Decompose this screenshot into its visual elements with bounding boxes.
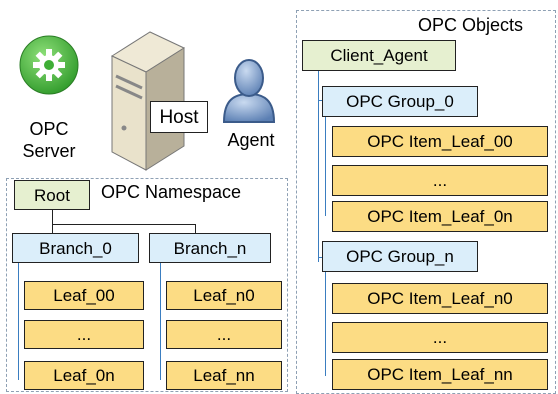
connector — [18, 262, 20, 380]
opc-item-node: OPC Item_Leaf_n0 — [332, 283, 548, 314]
connector — [318, 70, 320, 262]
opc-server-label: OPC Server — [22, 119, 76, 161]
connector — [195, 224, 197, 234]
connector — [52, 224, 54, 234]
leaf-node: ... — [166, 320, 282, 349]
host-label: Host — [150, 101, 208, 133]
branch-n-node: Branch_n — [149, 233, 271, 263]
leaf-node: Leaf_0n — [24, 361, 144, 390]
leaf-node: Leaf_nn — [166, 361, 282, 390]
host-server-icon — [104, 28, 186, 173]
agent-label: Agent — [227, 130, 275, 150]
opc-item-node: OPC Item_Leaf_00 — [332, 126, 548, 157]
leaf-node: Leaf_00 — [24, 281, 144, 310]
connector — [325, 116, 327, 216]
connector — [160, 262, 162, 380]
connector — [325, 272, 327, 376]
client-agent-node: Client_Agent — [302, 40, 456, 71]
opc-server-icon — [18, 34, 80, 96]
branch-0-node: Branch_0 — [12, 233, 139, 263]
leaf-node: Leaf_n0 — [166, 281, 282, 310]
objects-title: OPC Objects — [418, 15, 524, 35]
root-node: Root — [14, 180, 90, 210]
opc-group-n-node: OPC Group_n — [322, 241, 478, 272]
opc-item-node: OPC Item_Leaf_nn — [332, 359, 548, 390]
opc-item-node: OPC Item_Leaf_0n — [332, 201, 548, 232]
connector — [52, 209, 54, 225]
agent-person-icon — [220, 56, 278, 124]
connector — [52, 224, 195, 226]
opc-item-node: ... — [332, 165, 548, 196]
leaf-node: ... — [24, 320, 144, 349]
opc-item-node: ... — [332, 322, 548, 353]
opc-group-0-node: OPC Group_0 — [322, 86, 478, 117]
namespace-title: OPC Namespace — [101, 182, 242, 202]
